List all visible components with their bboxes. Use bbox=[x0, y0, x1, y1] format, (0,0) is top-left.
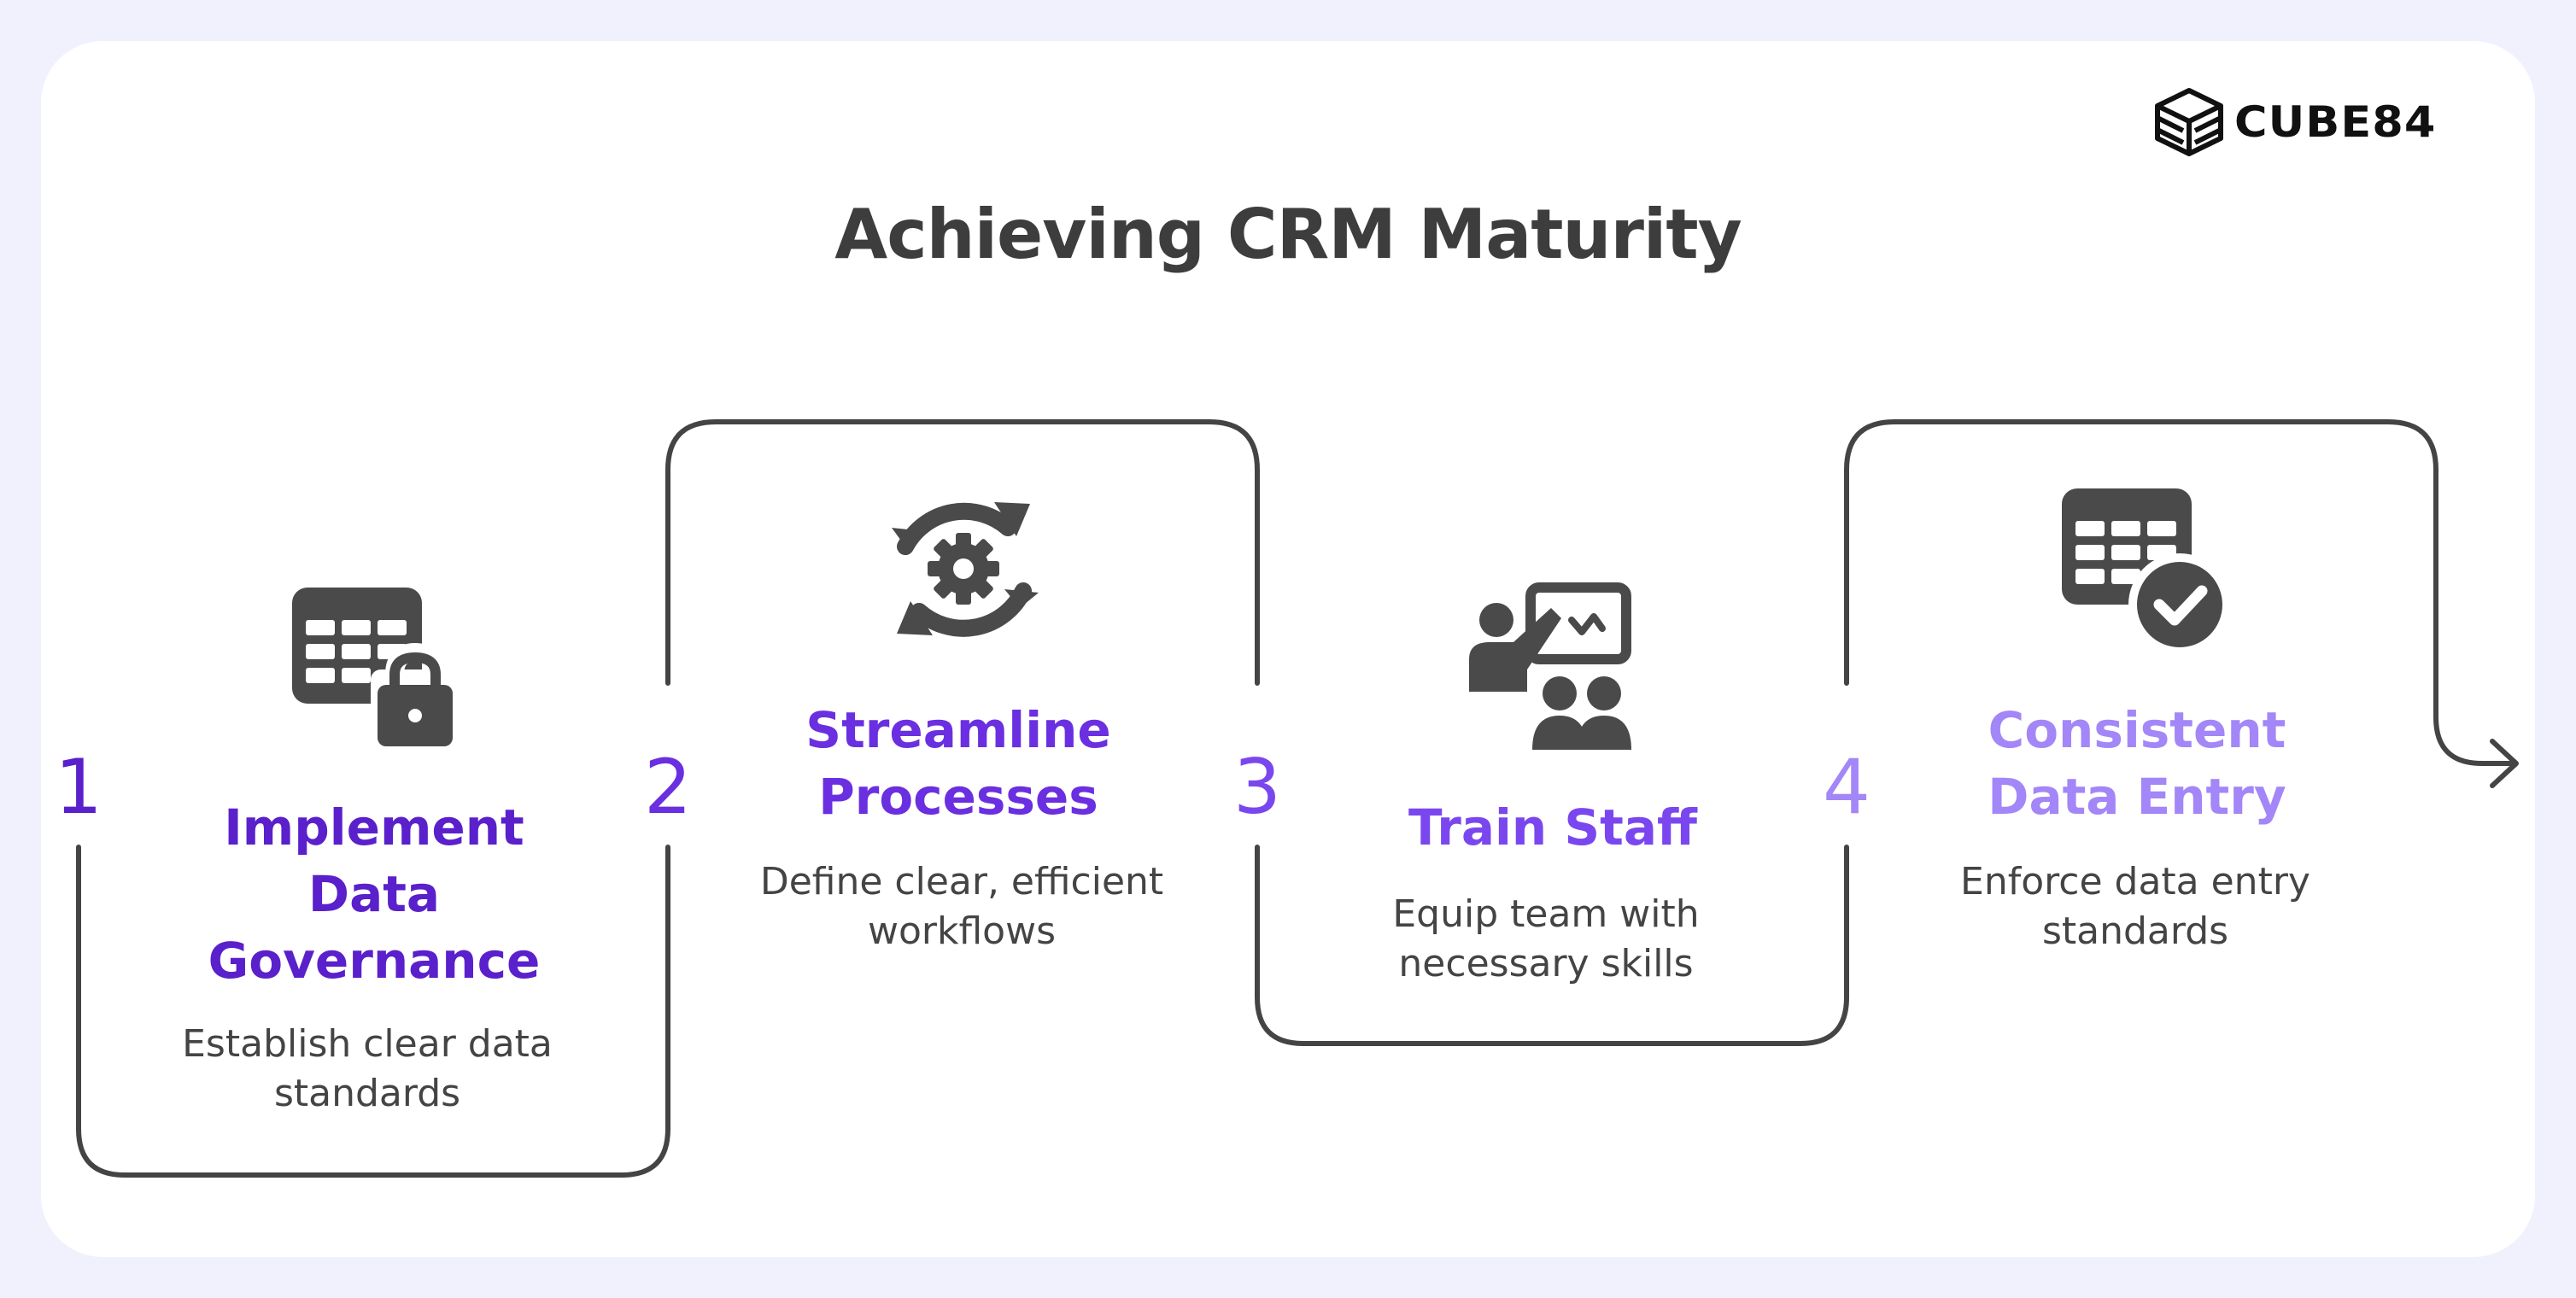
cube-lines-icon bbox=[2155, 88, 2223, 156]
cube84-logo: CUBE84 bbox=[2152, 85, 2435, 159]
presentation-training-icon bbox=[1469, 582, 1631, 750]
gear-refresh-icon bbox=[892, 502, 1039, 637]
table-lock-icon bbox=[292, 588, 460, 751]
page-title: Achieving CRM Maturity bbox=[834, 195, 1742, 274]
diagram-card bbox=[41, 41, 2535, 1257]
step-heading-4: Consistent Data Entry bbox=[1988, 701, 2286, 826]
step-number-1: 1 bbox=[55, 743, 102, 831]
step-heading-3: Train Staff bbox=[1408, 798, 1697, 857]
step-number-4: 4 bbox=[1823, 743, 1871, 831]
step-description-2: Define clear, efficient workflows bbox=[759, 860, 1164, 953]
step-description-3: Equip team with necessary skills bbox=[1392, 892, 1700, 985]
step-description-1: Establish clear data standards bbox=[182, 1022, 553, 1115]
step-number-3: 3 bbox=[1233, 743, 1281, 831]
logo-text: CUBE84 bbox=[2234, 97, 2437, 147]
table-check-icon bbox=[2062, 488, 2229, 656]
step-heading-1: Implement Data Governance bbox=[208, 798, 541, 990]
step-number-2: 2 bbox=[644, 743, 692, 831]
step-heading-2: Streamline Processes bbox=[805, 701, 1111, 826]
step-description-4: Enforce data entry standards bbox=[1960, 860, 2310, 953]
